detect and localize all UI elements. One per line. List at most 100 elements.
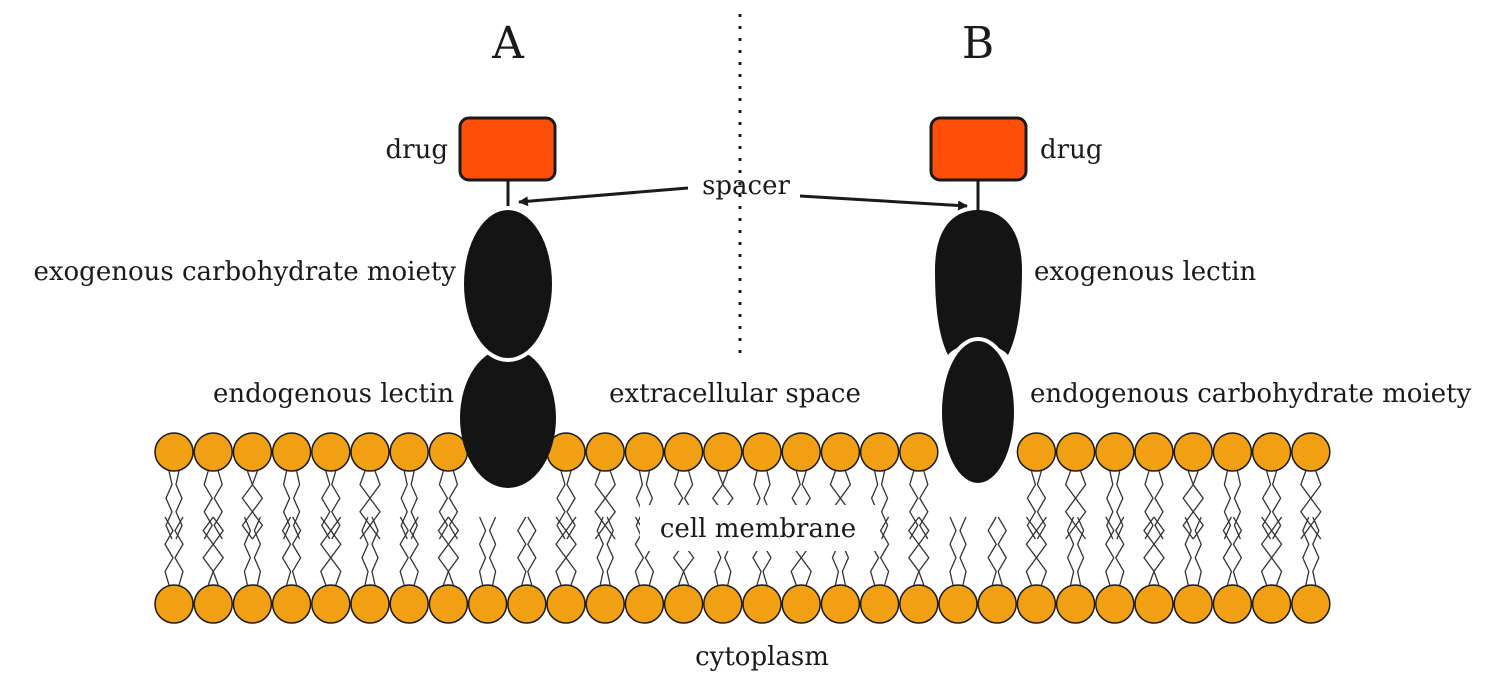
cytoplasm-label: cytoplasm xyxy=(695,642,829,672)
lipid-tail xyxy=(907,516,920,586)
lipid-tail xyxy=(1035,516,1048,586)
lipid-tail xyxy=(1036,470,1047,540)
outer-lipid-head xyxy=(389,432,429,472)
panel-b-exogenous-lectin-shape xyxy=(935,210,1022,355)
lipid-tail xyxy=(1271,470,1282,540)
inner-lipid-head xyxy=(938,584,978,624)
outer-lipid-head xyxy=(742,432,782,472)
inner-lipid-head xyxy=(1055,584,1096,624)
outer-lipid-head xyxy=(1055,432,1096,472)
panel-a-drug-box xyxy=(458,116,557,182)
panel-a-exogenous-carbohydrate-shape xyxy=(460,206,556,362)
outer-lipid-layer xyxy=(154,432,1331,472)
outer-lipid-head xyxy=(781,432,821,472)
inner-lipid-head xyxy=(193,584,233,624)
inner-lipid-head xyxy=(350,584,390,624)
panel-b-lower-label: endogenous carbohydrate moiety xyxy=(1030,379,1472,409)
lipid-tail xyxy=(1115,516,1125,586)
lipid-tail xyxy=(596,516,604,586)
lipid-tail xyxy=(1232,516,1243,586)
outer-lipid-head xyxy=(1095,432,1135,472)
inner-lipid-head xyxy=(1251,584,1292,624)
outer-lipid-head xyxy=(624,432,665,472)
lipid-tail xyxy=(213,470,223,540)
lipid-tail xyxy=(447,516,460,586)
spacer-arrow-b xyxy=(799,194,968,211)
lipid-tail xyxy=(251,470,264,540)
lipid-tail xyxy=(321,470,331,540)
panel-b-drug-box xyxy=(929,116,1028,182)
inner-lipid-head xyxy=(507,584,547,624)
outer-lipid-head xyxy=(1173,432,1213,472)
cell-membrane-label: cell membrane xyxy=(660,514,856,544)
lipid-tail xyxy=(212,516,225,586)
outer-lipid-head xyxy=(350,432,390,472)
lipid-tail xyxy=(203,470,213,540)
lipid-tail xyxy=(880,470,889,540)
outer-lipid-head xyxy=(232,432,273,472)
panel-a: A drug exogenous carbohydrate moiety end… xyxy=(33,18,557,488)
panel-b: B drug exogenous lectin endogenous carbo… xyxy=(929,18,1472,487)
lipid-tail xyxy=(202,516,215,586)
lipid-tail xyxy=(437,516,450,586)
lipid-tail xyxy=(164,516,174,586)
outer-lipid-head xyxy=(859,432,900,472)
lipid-tail xyxy=(565,516,577,586)
lipid-tail xyxy=(409,516,419,586)
lipid-tail xyxy=(438,470,449,540)
lipid-tail xyxy=(1312,516,1320,586)
lipid-tail xyxy=(1309,470,1322,540)
inner-lipid-head xyxy=(1173,584,1213,624)
extracellular-space-label: extracellular space xyxy=(609,379,861,409)
lipid-tail xyxy=(919,470,929,540)
inner-lipid-head xyxy=(703,584,743,624)
lipid-tail xyxy=(282,470,291,540)
lipid-tail xyxy=(1106,470,1114,540)
lipid-tail xyxy=(241,470,254,540)
lipid-tail xyxy=(1233,470,1242,540)
lipid-tail xyxy=(1299,470,1312,540)
lipid-tail xyxy=(1260,516,1273,586)
panel-a-drug-label: drug xyxy=(386,135,448,165)
lipid-tail xyxy=(556,470,566,540)
lipid-tail xyxy=(1116,470,1124,540)
lipid-tail xyxy=(281,516,292,586)
inner-lipid-head xyxy=(154,584,194,624)
lipid-tail xyxy=(1223,470,1232,540)
lipid-tail xyxy=(917,516,930,586)
lipid-tail xyxy=(291,516,302,586)
lipid-tail xyxy=(1153,516,1165,586)
inner-lipid-head xyxy=(1291,584,1331,624)
lipid-tail xyxy=(488,516,497,586)
inner-lipid-head xyxy=(271,584,312,624)
lipid-tail xyxy=(361,516,369,586)
inner-lipid-head xyxy=(859,584,900,624)
lipid-tail xyxy=(253,516,262,586)
panel-a-lower-label: endogenous lectin xyxy=(213,379,454,409)
lipid-tail xyxy=(606,516,614,586)
lipid-tail xyxy=(1064,470,1077,540)
lipid-tail xyxy=(604,470,617,540)
lipid-tail xyxy=(243,516,252,586)
outer-lipid-head xyxy=(585,432,625,472)
inner-lipid-head xyxy=(467,584,508,624)
lipid-tail xyxy=(1270,516,1283,586)
lipid-tail xyxy=(165,470,173,540)
inner-lipid-head xyxy=(428,584,469,624)
lipid-tail xyxy=(635,470,644,540)
lipid-tail xyxy=(331,470,341,540)
lipid-tail xyxy=(1026,470,1037,540)
lipid-tail xyxy=(371,516,379,586)
outer-lipid-head xyxy=(1251,432,1292,472)
lipid-tail xyxy=(1066,516,1075,586)
outer-lipid-head xyxy=(663,432,704,472)
lipid-tail xyxy=(359,470,371,540)
inner-lipid-head xyxy=(820,584,861,624)
lipid-tail xyxy=(997,516,1007,586)
outer-lipid-head xyxy=(1134,432,1174,472)
inner-lipid-head xyxy=(1134,584,1174,624)
outer-lipid-head xyxy=(193,432,233,472)
panel-b-letter: B xyxy=(962,18,994,69)
inner-lipid-head xyxy=(546,584,586,624)
outer-lipid-head xyxy=(899,432,939,472)
